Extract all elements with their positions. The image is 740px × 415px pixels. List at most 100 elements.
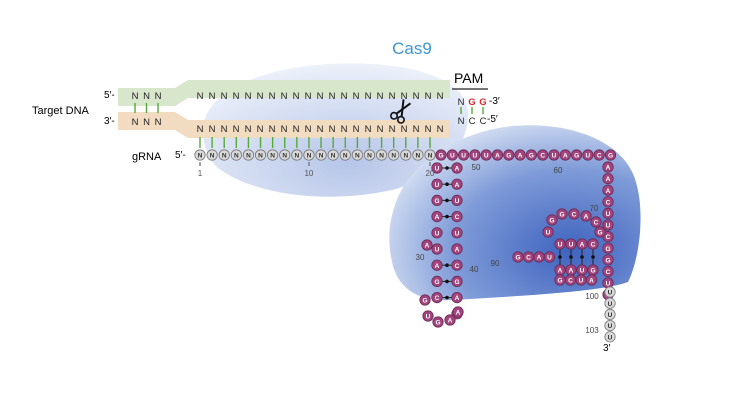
stem-left-nucleotide: G	[431, 275, 443, 287]
stem-right-nucleotide-circle	[451, 243, 463, 255]
top-target-base: N	[305, 91, 312, 102]
right-column-nucleotide: A	[602, 184, 614, 196]
spacer-nucleotide: N	[279, 149, 291, 161]
mid-stem-top-nucleotide-circle	[554, 238, 566, 250]
spacer-nucleotide: N	[375, 149, 388, 161]
tail-nucleotide-letter: U	[608, 323, 613, 330]
tail-nucleotide-circle	[604, 286, 616, 298]
stem-bond-dot	[445, 279, 449, 284]
lower-stem-nucleotide-circle	[543, 251, 556, 263]
mid-bond-dot	[558, 255, 562, 259]
right-column-nucleotide: A	[602, 173, 614, 185]
mid-stem-top-nucleotide-letter: U	[569, 242, 574, 249]
top-target-base: N	[281, 91, 288, 102]
spacer-nucleotide-letter: N	[210, 153, 215, 160]
scaffold-top-nucleotide-letter: U	[552, 153, 557, 160]
mid-loop-nucleotide-letter: G	[549, 218, 554, 225]
stem-left-nucleotide-letter: C	[435, 295, 440, 302]
bottom-target-base: N	[401, 124, 408, 135]
tail-nucleotide: U	[604, 308, 616, 320]
right-column-nucleotide: U	[602, 277, 614, 289]
lower-stem-nucleotide: C	[522, 251, 535, 263]
spacer-nucleotide-letter: N	[307, 153, 312, 160]
stem-right-nucleotide-letter: A	[455, 247, 460, 254]
dna-top-band	[118, 80, 450, 106]
stem-right-nucleotide: A	[451, 243, 463, 255]
bottom-target-base: N	[377, 124, 384, 135]
spacer-nucleotide: N	[267, 149, 279, 161]
mid-loop-nucleotide-letter: G	[597, 230, 602, 237]
spacer-nucleotide-letter: N	[367, 153, 372, 160]
tail-nucleotide-circle	[604, 308, 616, 320]
stem-left-nucleotide-circle	[431, 211, 443, 223]
mid-stem-bottom-nucleotide: G	[587, 264, 599, 276]
scissors-icon	[390, 99, 412, 124]
mid-stem-bottom-nucleotide-letter: A	[569, 268, 574, 275]
stem-left-nucleotide-letter: G	[434, 198, 439, 205]
top-target-base: N	[341, 91, 348, 102]
mid-loop-nucleotide-letter: G	[559, 212, 564, 219]
stem-right-nucleotide-circle	[451, 291, 463, 304]
spacer-nucleotide-circle	[351, 149, 363, 161]
right-column-nucleotide-circle	[602, 207, 614, 219]
target-dna-label: Target DNA	[32, 105, 90, 117]
stem-right-nucleotide: A	[451, 162, 463, 174]
spacer-nucleotide-circle	[279, 149, 291, 161]
top-target-base: N	[365, 91, 372, 102]
mid-stem-bottom-nucleotide: A	[554, 264, 566, 276]
cas9-title: Cas9	[392, 39, 432, 58]
scaffold-top-nucleotide-circle	[559, 149, 571, 161]
scaffold-top-nucleotide: U	[469, 149, 481, 161]
loop-nucleotide-letter: A	[448, 318, 453, 325]
right-column-nucleotide-circle	[602, 254, 614, 266]
lower-stem-nucleotide: G	[554, 274, 566, 286]
bottom-target-base: N	[437, 124, 444, 135]
scaffold-top-nucleotide-circle	[435, 149, 447, 161]
stem-right-nucleotide-letter: U	[455, 198, 460, 205]
spacer-nucleotide-letter: N	[294, 153, 299, 160]
stem-bond-dot	[445, 295, 449, 300]
scaffold-top-nucleotide-circle	[525, 149, 538, 161]
stem-right-nucleotide-letter: A	[455, 295, 460, 302]
top-flank-base: N	[155, 91, 162, 102]
right-column-nucleotide-letter: A	[606, 188, 611, 195]
scaffold-top-nucleotide-letter: G	[608, 153, 613, 160]
stem-right-nucleotide-letter: U	[455, 230, 460, 237]
loop-nucleotide-letter: U	[426, 314, 431, 321]
mid-stem-bottom-nucleotide-letter: G	[590, 268, 595, 275]
top-strand-3-end: -3′	[489, 96, 500, 107]
loop-nucleotide-circle	[452, 306, 464, 318]
scaffold-top-nucleotide-letter: U	[586, 153, 591, 160]
top-target-base: N	[389, 91, 396, 102]
stem-bond-dot	[445, 182, 449, 186]
top-target-base: N	[245, 91, 252, 102]
mid-loop-nucleotide-letter: A	[584, 214, 589, 221]
scaffold-top-nucleotide-circle	[457, 149, 470, 161]
bottom-target-base: N	[341, 124, 348, 135]
spacer-nucleotide-letter: N	[282, 153, 287, 160]
scaffold-top-nucleotide-letter: G	[574, 153, 579, 160]
spacer-nucleotide-circle	[242, 149, 255, 161]
bottom-target-base: N	[425, 124, 432, 135]
stem-right-nucleotide: U	[451, 227, 463, 239]
pam-bottom-base: C	[480, 116, 487, 127]
right-column-nucleotide-circle	[602, 265, 614, 277]
scaffold-top-nucleotide: U	[582, 149, 594, 161]
spacer-nucleotide-letter: N	[246, 153, 251, 160]
dna-bottom-band	[118, 112, 450, 138]
mid-stem-top-nucleotide-letter: A	[580, 242, 585, 249]
spacer-nucleotide-letter: N	[428, 153, 433, 160]
mid-bond-dot	[591, 255, 595, 259]
spacer-nucleotide-circle	[388, 149, 400, 161]
spacer-nucleotide-letter: N	[331, 153, 336, 160]
nt-number-label: 30	[416, 253, 425, 262]
top-target-base: N	[209, 91, 216, 102]
bottom-target-base: N	[209, 124, 216, 135]
stem-right-nucleotide-circle	[451, 162, 463, 174]
mid-stem-top-nucleotide-letter: U	[558, 242, 563, 249]
stem-right-nucleotide-letter: A	[455, 182, 460, 189]
tail-nucleotide: U	[604, 331, 616, 343]
mid-loop-nucleotide: A	[580, 210, 592, 222]
